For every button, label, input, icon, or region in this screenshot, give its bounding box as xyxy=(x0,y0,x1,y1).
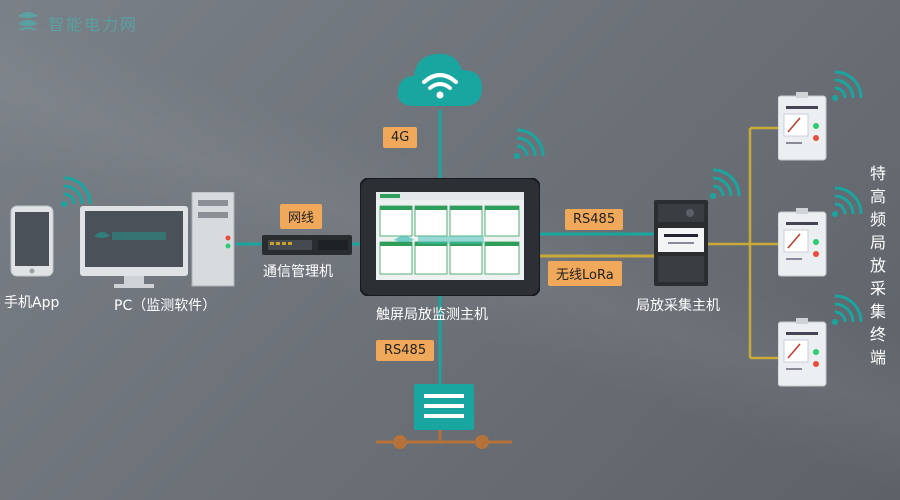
phone-app-label: 手机App xyxy=(4,295,60,311)
link-4g-tag: 4G xyxy=(383,127,418,148)
terminals-label: 特高频局放采集终端 xyxy=(869,164,886,367)
collector-host-label: 局放采集主机 xyxy=(636,298,720,314)
link-lora-tag: 无线LoRa xyxy=(548,261,622,286)
wifi-signal-icon xyxy=(832,70,863,101)
pc-icon xyxy=(80,192,235,288)
wifi-signal-icon xyxy=(710,168,741,199)
collector-host-icon xyxy=(654,200,708,286)
touchscreen-host-icon xyxy=(360,178,540,296)
wifi-signal-icon xyxy=(61,176,92,207)
link-rs485-tag: RS485 xyxy=(565,209,624,230)
wifi-signal-icon xyxy=(514,128,545,159)
uhf-terminal-icon xyxy=(778,318,827,387)
pc-software-label: PC（监测软件） xyxy=(114,298,217,314)
rs485-bus-device-icon xyxy=(376,384,512,449)
uhf-terminal-icon xyxy=(778,92,827,161)
brand-logo-icon xyxy=(18,12,38,31)
network-switch-icon xyxy=(262,235,352,255)
cloud-icon xyxy=(397,53,482,106)
link-rs485-bottom-tag: RS485 xyxy=(376,340,435,361)
comm-manager-label: 通信管理机 xyxy=(263,264,333,280)
wifi-signal-icon xyxy=(832,186,863,217)
phone-icon xyxy=(10,205,54,277)
brand-logo-text: 智能电力网 xyxy=(48,15,139,34)
uhf-terminal-icon xyxy=(778,208,827,277)
link-network-cable-tag: 网线 xyxy=(280,204,323,229)
wifi-signal-icon xyxy=(832,294,863,325)
main-host-label: 触屏局放监测主机 xyxy=(376,307,488,323)
brand-logo: 智能电力网 xyxy=(14,10,138,36)
